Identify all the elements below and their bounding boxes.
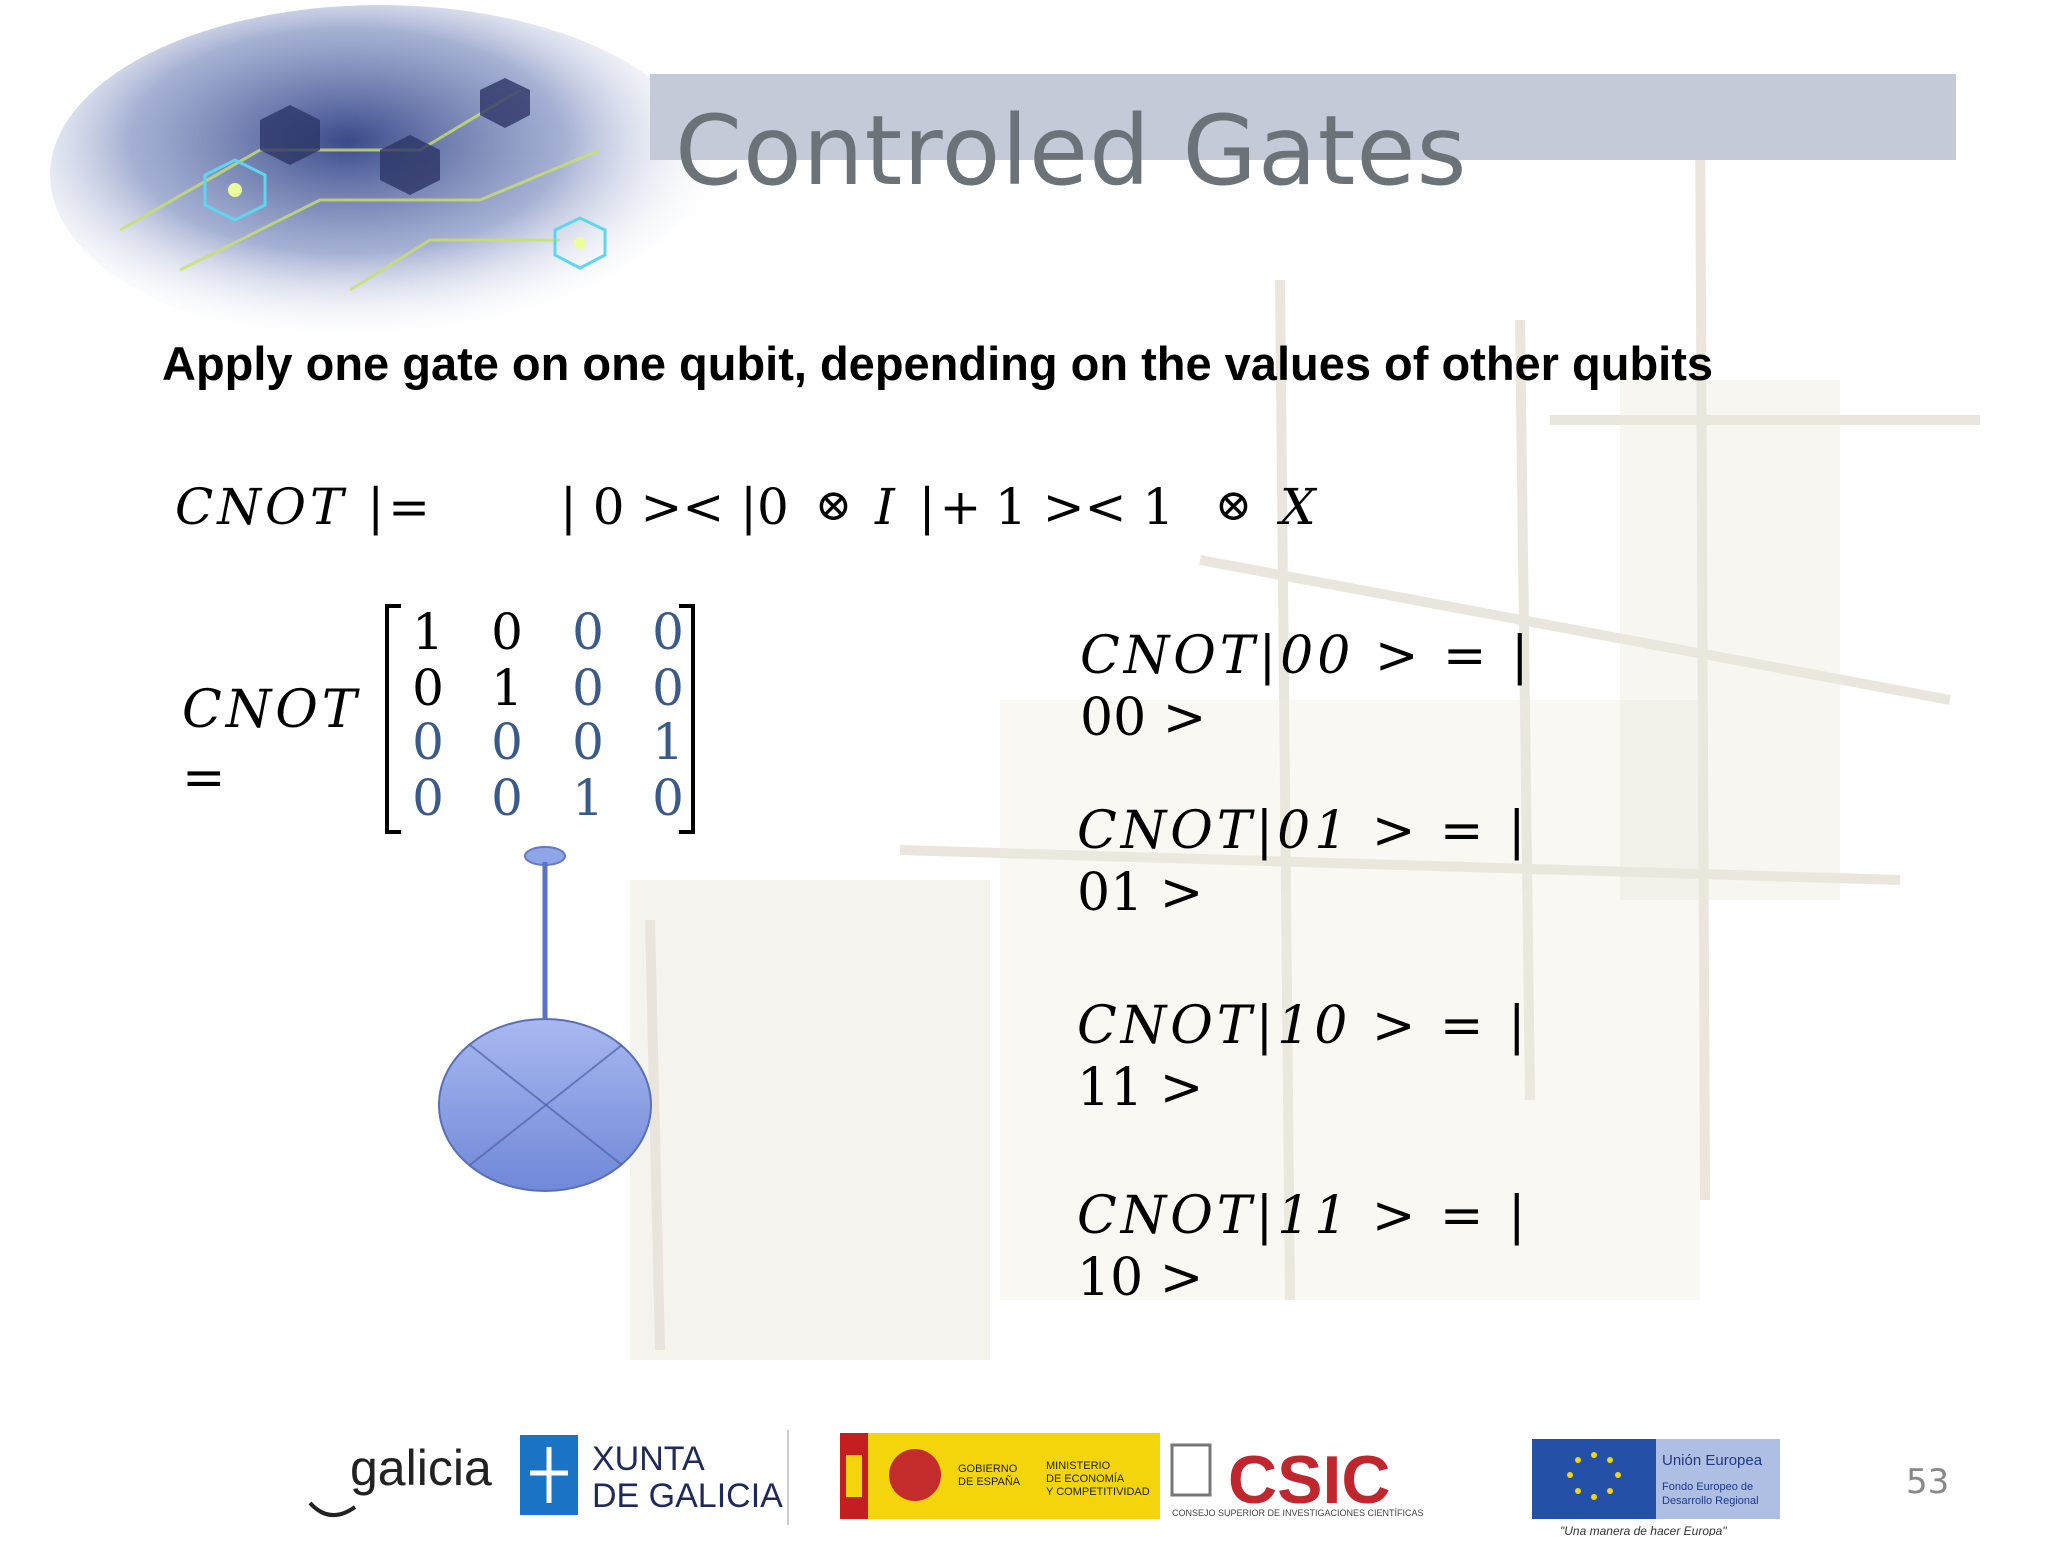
csic-emblem-icon: [1170, 1443, 1212, 1497]
formula-tensor1: ⊗: [815, 480, 852, 531]
matrix-cell: 1: [412, 603, 444, 661]
formula-op2: X: [1280, 478, 1320, 536]
result-line1: CNOT|01 > = |: [1077, 801, 1530, 861]
formula-tensor2: ⊗: [1215, 480, 1252, 531]
result-line1: CNOT|11 > = |: [1077, 1186, 1530, 1246]
cnot-result-11: CNOT|11 > = | 10 >: [1077, 1185, 1530, 1309]
matrix-cell: 0: [491, 769, 523, 827]
formula-lhs: CNOT |=: [175, 478, 434, 536]
matrix-cell: 0: [491, 603, 523, 661]
matrix-cell: 0: [572, 713, 604, 771]
eu-sub1: Fondo Europeo de: [1662, 1481, 1753, 1493]
matrix-cell: 0: [412, 659, 444, 717]
matrix-cell: 0: [572, 659, 604, 717]
slide-subtitle: Apply one gate on one qubit, depending o…: [162, 337, 1713, 390]
matrix-cell: 0: [412, 769, 444, 827]
eu-flag-icon: [1532, 1439, 1656, 1519]
title-band: [650, 74, 1956, 160]
eu-motto: "Una manera de hacer Europa": [1560, 1524, 1727, 1536]
matrix-cell: 0: [652, 769, 684, 827]
ministerio-line2: DE ECONOMÍA: [1046, 1472, 1125, 1485]
cnot-result-00: CNOT|00 > = | 00 >: [1080, 625, 1533, 749]
matrix-cell: 0: [572, 603, 604, 661]
matrix-equals: =: [182, 748, 226, 808]
matrix-cell: 1: [491, 659, 523, 717]
formula-term1: | 0 >< |0: [560, 478, 789, 536]
ministerio-line3: Y COMPETITIVIDAD: [1046, 1486, 1150, 1498]
matrix-cell: 0: [491, 713, 523, 771]
matrix-cell: 0: [652, 659, 684, 717]
eu-sub2: Desarrollo Regional: [1662, 1495, 1759, 1507]
cnot-gate-symbol: [438, 846, 652, 1192]
formula-op1: I |+: [875, 478, 986, 536]
matrix-bracket-left: [385, 604, 401, 834]
spain-coat-of-arms-icon: [889, 1449, 941, 1501]
gobierno-line1: GOBIERNO: [958, 1463, 1018, 1475]
matrix-bracket-right: [679, 604, 695, 834]
result-line1: CNOT|10 > = |: [1077, 996, 1530, 1056]
slide-title: Controled Gates: [675, 95, 1468, 207]
matrix-cell: 1: [572, 769, 604, 827]
footer-logos: galicia XUNTA DE GALICIA GOBIERNO DE ESP…: [0, 1415, 2048, 1538]
csic-logo: CSIC: [1228, 1442, 1390, 1518]
xunta-line2: DE GALICIA: [592, 1477, 783, 1515]
matrix-cell: 1: [652, 713, 684, 771]
matrix-label: CNOT: [182, 680, 361, 740]
eu-title: Unión Europea: [1662, 1452, 1763, 1469]
result-line2: 00 >: [1080, 688, 1207, 748]
xunta-line1: XUNTA: [592, 1440, 705, 1478]
cnot-result-10: CNOT|10 > = | 11 >: [1077, 995, 1530, 1119]
galicia-logo: galicia: [350, 1440, 492, 1496]
cnot-result-01: CNOT|01 > = | 01 >: [1077, 800, 1530, 924]
matrix-cell: 0: [652, 603, 684, 661]
formula-term2: 1 >< 1: [995, 478, 1175, 536]
result-line1: CNOT|00 > = |: [1080, 626, 1533, 686]
result-line2: 10 >: [1077, 1248, 1204, 1308]
gobierno-line2: DE ESPAÑA: [958, 1475, 1021, 1488]
ministerio-line1: MINISTERIO: [1046, 1460, 1111, 1472]
page-number: 53: [1906, 1462, 1950, 1502]
result-line2: 11 >: [1077, 1058, 1204, 1118]
matrix-cell: 0: [412, 713, 444, 771]
csic-subtitle: CONSEJO SUPERIOR DE INVESTIGACIONES CIEN…: [1172, 1508, 1424, 1518]
result-line2: 01 >: [1077, 863, 1204, 923]
